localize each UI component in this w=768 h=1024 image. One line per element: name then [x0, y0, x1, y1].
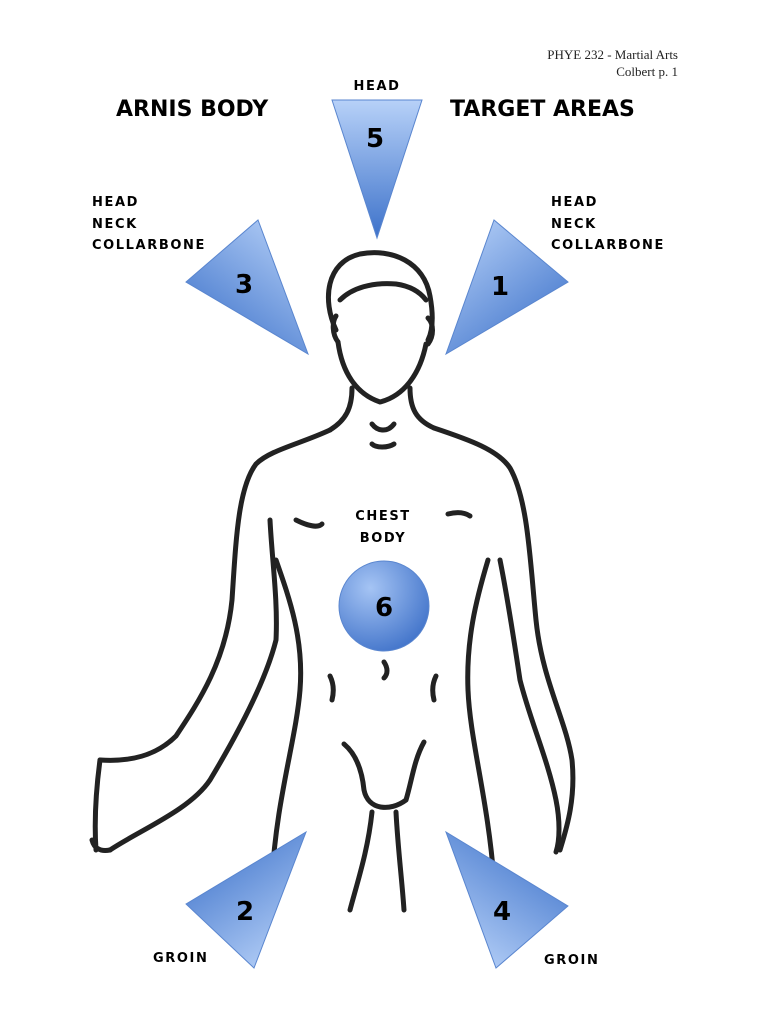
title-left: ARNIS BODY: [116, 97, 269, 122]
target-number-6: 6: [375, 593, 393, 623]
target-label-5: HEAD: [353, 79, 401, 94]
human-body-icon: [89, 250, 576, 913]
target-number-2: 2: [236, 897, 254, 927]
target-marker-1: 1: [445, 219, 569, 356]
target-number-4: 4: [493, 897, 511, 927]
target-marker-2: 2: [185, 830, 307, 969]
course-header: PHYE 232 - Martial Arts Colbert p. 1: [547, 46, 678, 80]
target-number-5: 5: [366, 124, 384, 154]
course-name: PHYE 232 - Martial Arts: [547, 47, 678, 62]
target-number-3: 3: [235, 270, 253, 300]
page-reference: Colbert p. 1: [616, 64, 678, 79]
target-marker-6: 6: [338, 560, 430, 652]
target-label-2: GROIN: [153, 951, 209, 966]
target-marker-4: 4: [445, 830, 569, 969]
target-label-3: HEAD NECK COLLARBONE: [92, 195, 206, 253]
title-right: TARGET AREAS: [450, 97, 635, 122]
target-marker-5: 5: [331, 99, 423, 240]
target-marker-3: 3: [185, 219, 309, 356]
target-label-1: HEAD NECK COLLARBONE: [551, 195, 665, 253]
target-label-6: CHEST BODY: [355, 509, 411, 546]
target-number-1: 1: [491, 272, 509, 302]
target-label-4: GROIN: [544, 953, 600, 968]
